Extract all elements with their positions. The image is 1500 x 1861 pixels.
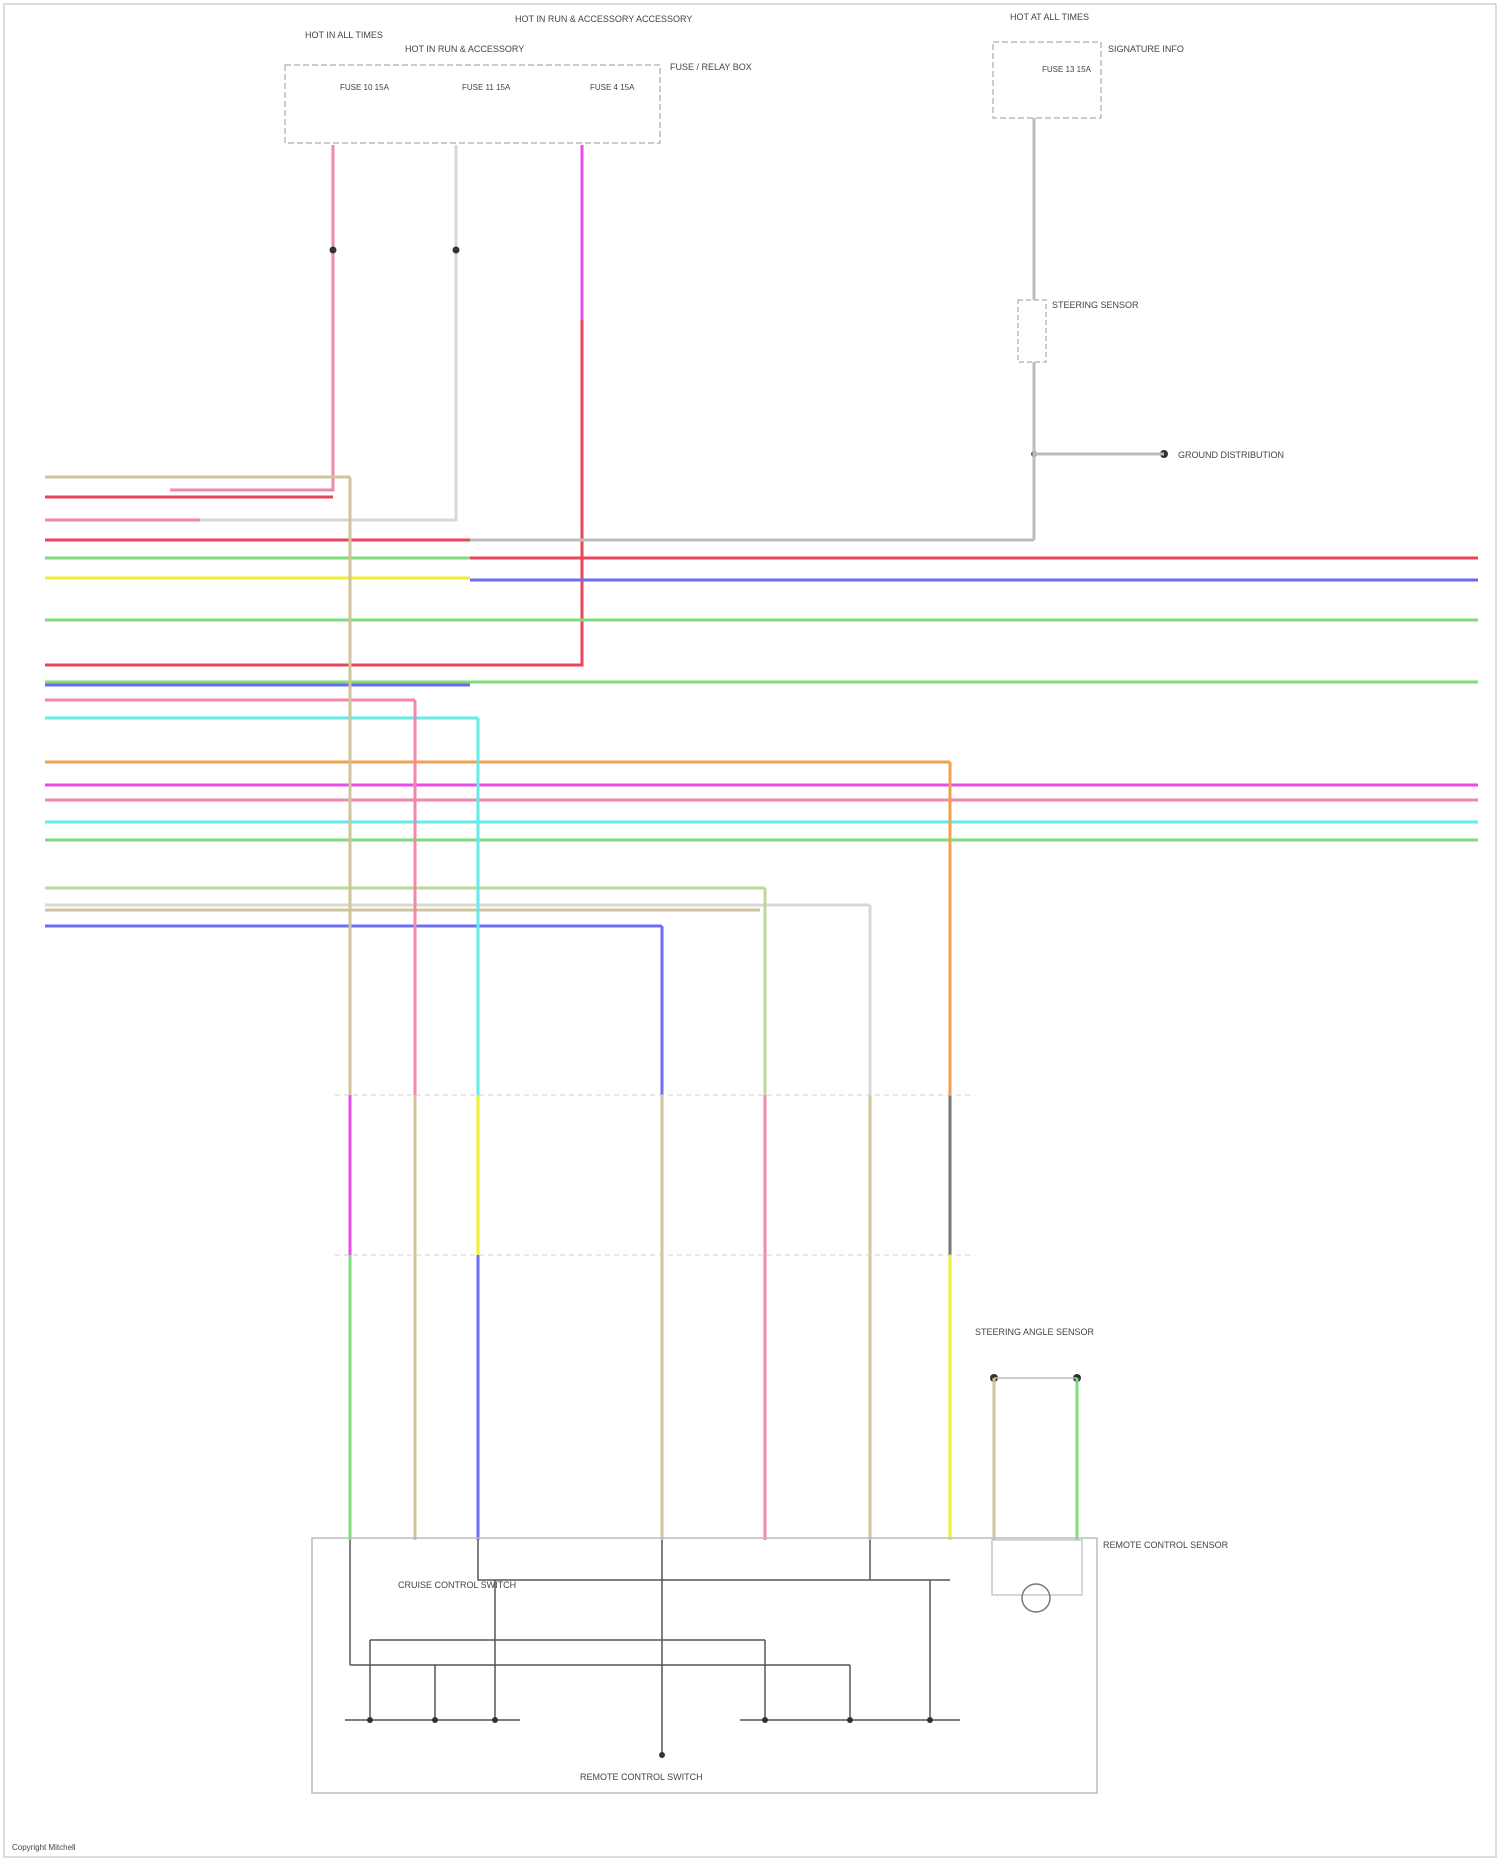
internal-switch-network <box>345 1540 960 1755</box>
top-right-fuse-label: HOT AT ALL TIMES <box>1010 12 1089 22</box>
top-right-box-label: FUSE 13 15A <box>1042 65 1092 74</box>
top-junctions <box>330 247 460 254</box>
fuse-box-label-3: FUSE 4 15A <box>590 83 635 92</box>
inner-switch-label: CRUISE CONTROL SWITCH <box>398 1580 516 1590</box>
diagram-border <box>4 4 1496 1857</box>
top-right-fuse-box <box>993 42 1101 118</box>
steering-sensor-box <box>1018 300 1046 362</box>
fuse-relay-box <box>285 65 660 143</box>
remote-sensor-box <box>992 1540 1082 1595</box>
right-switch-label: REMOTE CONTROL SENSOR <box>1103 1540 1229 1550</box>
fuse-box-label-2: FUSE 11 15A <box>462 83 511 92</box>
harness-lines <box>45 477 1478 926</box>
ground-label: GROUND DISTRIBUTION <box>1178 450 1284 460</box>
internal-nodes <box>367 1717 933 1758</box>
fuse-label-1: HOT IN ALL TIMES <box>305 30 383 40</box>
top-right-note: SIGNATURE INFO <box>1108 44 1184 54</box>
top-vertical-wires <box>45 118 1164 665</box>
fuse-label-2: HOT IN RUN & ACCESSORY <box>405 44 524 54</box>
bottom-module-label: REMOTE CONTROL SWITCH <box>580 1772 703 1782</box>
fuse-box-label-1: FUSE 10 15A <box>340 83 390 92</box>
steering-motor-label: STEERING ANGLE SENSOR <box>975 1327 1095 1337</box>
fuse-label-3: HOT IN RUN & ACCESSORY ACCESSORY <box>515 14 692 24</box>
descender-wires <box>350 477 950 1540</box>
motor-symbol <box>1022 1584 1050 1612</box>
footer-credit: Copyright Mitchell <box>12 1843 76 1852</box>
relay-box-label: FUSE / RELAY BOX <box>670 62 752 72</box>
right-module-label: STEERING SENSOR <box>1052 300 1139 310</box>
